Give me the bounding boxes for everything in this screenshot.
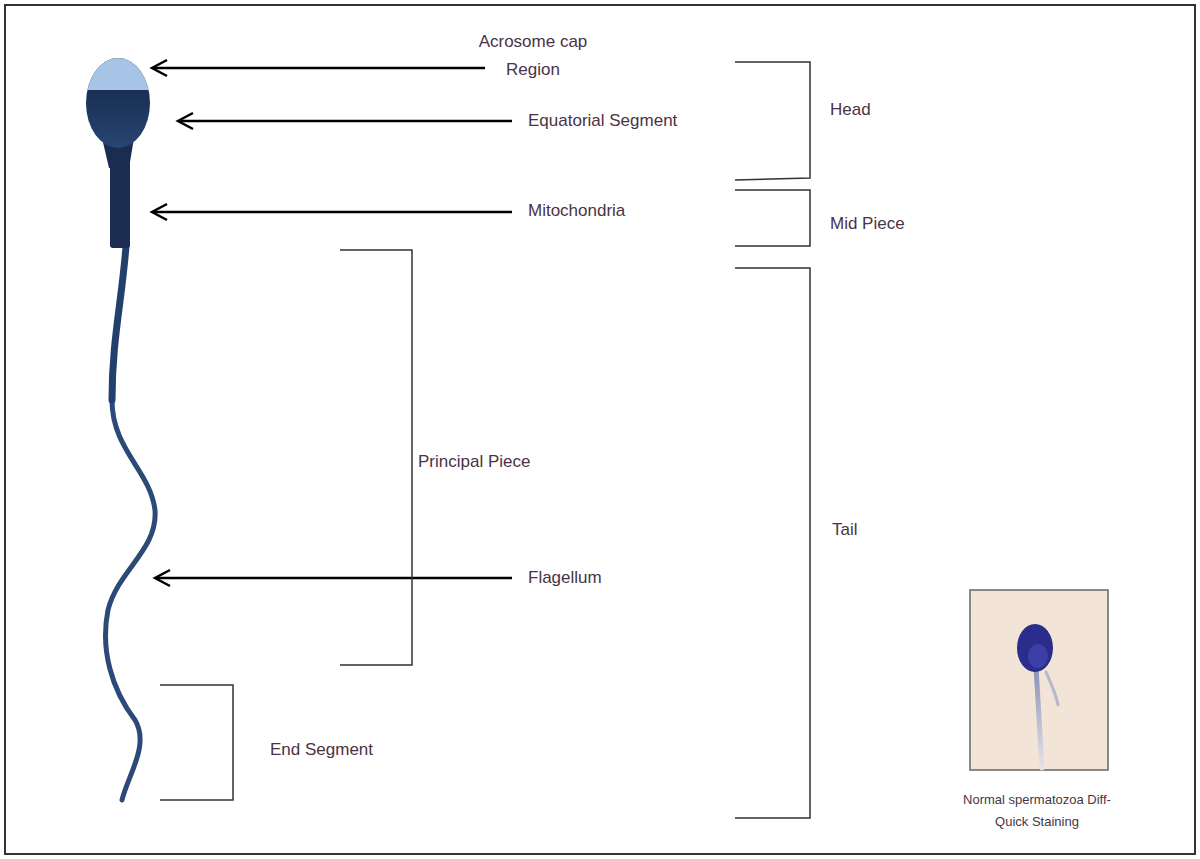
inset-frame: [970, 590, 1108, 770]
mid-piece: [110, 160, 130, 248]
part-label: Mitochondria: [528, 199, 708, 223]
tail-bracket: [735, 268, 810, 818]
frame: [5, 5, 1195, 854]
principal-piece-bracket: [340, 250, 412, 665]
head-bracket: [735, 62, 810, 180]
inset-head-core: [1028, 644, 1048, 668]
region-label: End Segment: [270, 738, 450, 762]
leader-line: [156, 577, 512, 580]
spermatozoon: [80, 50, 160, 800]
leader-arrows: [152, 60, 512, 586]
end-segment-bracket: [160, 685, 233, 800]
mid-piece-bracket: [735, 190, 810, 246]
arrowhead: [152, 204, 167, 220]
inset-droplet: [1046, 672, 1058, 705]
leader-line: [179, 120, 512, 123]
part-label: Equatorial Segment: [528, 109, 728, 133]
tail-flagellum: [106, 246, 156, 800]
part-label: Acrosome cap Region: [468, 28, 598, 84]
part-label: Flagellum: [528, 566, 688, 590]
micrograph-inset: [970, 590, 1108, 770]
inset-caption: Normal spermatozoa Diff-Quick Staining: [957, 789, 1117, 833]
region-label: Head: [830, 98, 950, 122]
region-label: Principal Piece: [418, 450, 598, 474]
brackets: [160, 62, 810, 818]
sperm-head: [80, 50, 160, 160]
tail-upper: [112, 246, 126, 400]
arrowhead: [155, 570, 170, 586]
region-label: Tail: [832, 518, 932, 542]
arrowhead: [152, 60, 167, 76]
leader-line: [153, 211, 512, 214]
inset-head: [1017, 624, 1053, 672]
region-label: Mid Piece: [830, 212, 970, 236]
arrowhead: [178, 113, 193, 129]
leader-line: [153, 67, 485, 70]
inset-tail: [1036, 668, 1042, 768]
